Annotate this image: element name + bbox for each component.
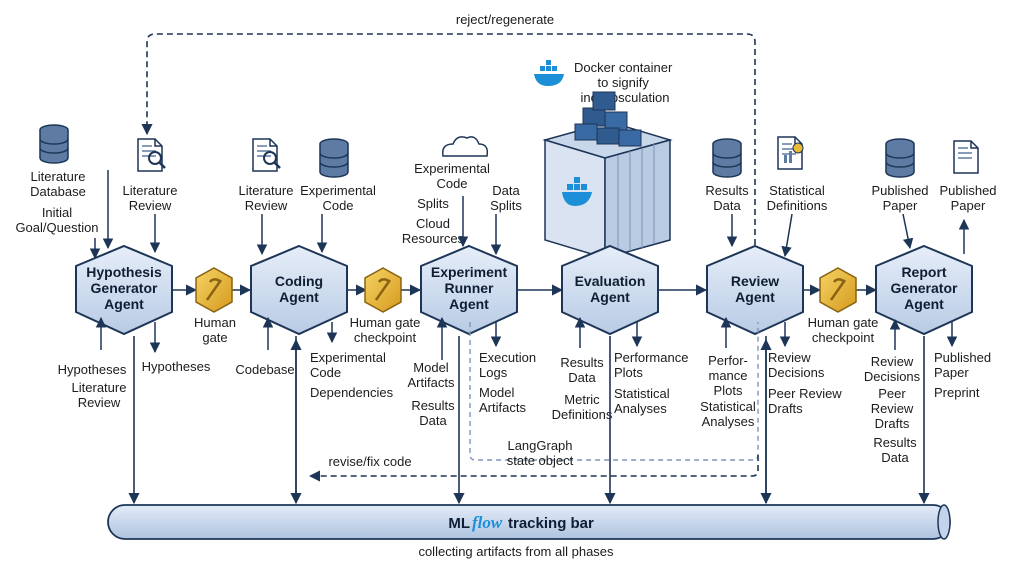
revise-label: revise/fix code [328, 454, 411, 469]
hyp-right-outputs: Hypotheses [142, 359, 211, 374]
mlflow-tracking-bar: ML flow tracking bar [107, 504, 951, 540]
input-arrows [89, 170, 970, 260]
database-icon [319, 138, 349, 178]
human-gate-icon [364, 267, 402, 313]
database-icon [885, 138, 915, 178]
codebase-output: Codebase [235, 362, 294, 377]
chart-document-icon [777, 136, 804, 170]
docker-note: Docker container to signify inccapsculat… [574, 60, 676, 105]
docker-container [542, 91, 673, 260]
output-arrows [95, 316, 958, 360]
reject-regenerate-loop [141, 33, 756, 245]
docker-whale-icon [534, 60, 564, 86]
reject-regenerate-label: reject/regenerate [456, 12, 554, 27]
document-search-icon [252, 138, 281, 172]
revise-loop [308, 455, 759, 482]
svg-text:ML: ML [448, 515, 470, 532]
footer-caption: collecting artifacts from all phases [418, 544, 614, 559]
document-search-icon [137, 138, 166, 172]
cloud-icon [441, 136, 489, 157]
human-gate-icon [195, 267, 233, 313]
database-icon [712, 138, 742, 178]
database-icon [39, 124, 69, 164]
human-gate-icon [819, 267, 857, 313]
input-splits: Splits [417, 196, 449, 211]
svg-text:tracking bar: tracking bar [508, 515, 594, 532]
svg-text:flow: flow [472, 513, 503, 532]
paper-icon [953, 140, 979, 174]
